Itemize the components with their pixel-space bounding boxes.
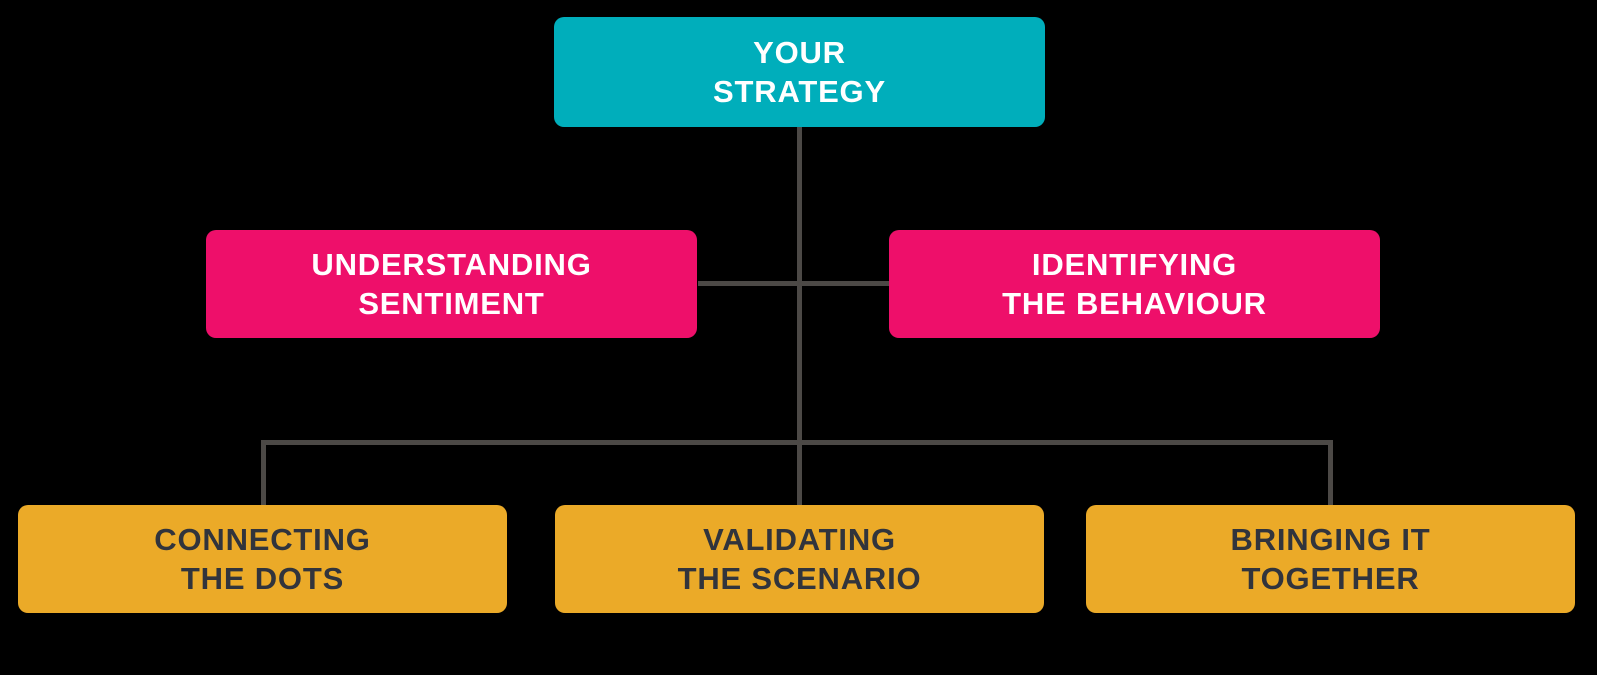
node-label-line: THE SCENARIO (677, 561, 922, 596)
connector-drop-left (261, 440, 266, 505)
connector-drop-right (1328, 440, 1333, 505)
node-validating-the-scenario: VALIDATING THE SCENARIO (555, 505, 1044, 613)
node-label-line: IDENTIFYING (1031, 247, 1238, 282)
node-label-line: STRATEGY (713, 74, 886, 109)
node-label-line: VALIDATING (703, 522, 896, 557)
node-label-line: UNDERSTANDING (311, 247, 592, 282)
node-label-line: SENTIMENT (358, 286, 545, 321)
connector-horizontal-bottom (261, 440, 1333, 445)
node-understanding-sentiment: UNDERSTANDING SENTIMENT (206, 230, 697, 338)
node-label-line: YOUR (753, 35, 846, 70)
node-your-strategy: YOUR STRATEGY (554, 17, 1045, 127)
node-label-line: BRINGING IT (1230, 522, 1431, 557)
node-bringing-it-together: BRINGING IT TOGETHER (1086, 505, 1575, 613)
connector-horizontal-middle (698, 281, 890, 286)
connector-vertical-center (797, 126, 802, 505)
node-label-line: CONNECTING (154, 522, 371, 557)
node-identifying-the-behaviour: IDENTIFYING THE BEHAVIOUR (889, 230, 1380, 338)
node-label-line: THE BEHAVIOUR (1002, 286, 1267, 321)
node-label-line: THE DOTS (180, 561, 345, 596)
node-label-line: TOGETHER (1241, 561, 1420, 596)
node-connecting-the-dots: CONNECTING THE DOTS (18, 505, 507, 613)
